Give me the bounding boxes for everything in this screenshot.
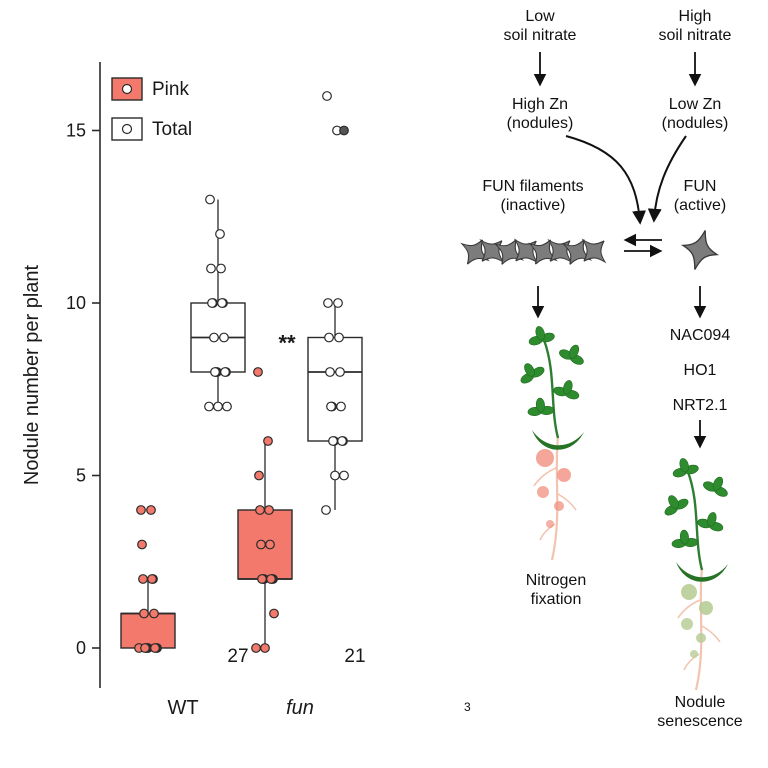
data-point: [205, 194, 215, 205]
data-point: [321, 505, 331, 515]
data-point: [139, 608, 149, 619]
x-category-label: WT: [167, 697, 198, 719]
y-tick-label: 0: [76, 638, 86, 658]
figure-panel-model-diagram: Low soil nitrate High soil nitrate High …: [438, 0, 768, 768]
x-category-label: fun: [286, 697, 314, 719]
data-point: [269, 608, 279, 619]
data-point: [260, 643, 270, 653]
data-point: [149, 608, 159, 619]
data-point: [220, 367, 230, 377]
significance-marker: **: [278, 330, 296, 355]
plant-nodule-senescence-illustration: [658, 454, 733, 691]
data-point: [216, 263, 226, 274]
data-point: [266, 574, 276, 584]
data-point-filled: [339, 125, 349, 136]
equilibrium-arrows-icon: [623, 233, 663, 258]
data-point: [140, 643, 150, 653]
data-point: [251, 643, 261, 653]
data-point: [254, 470, 264, 481]
plant-nitrogen-fixation-illustration: [514, 322, 589, 561]
data-point: [324, 332, 334, 343]
data-point: [146, 505, 156, 515]
fun-filaments-icon: [453, 229, 616, 273]
data-point: [255, 505, 265, 515]
caption-nitrogen-fixation: Nitrogen fixation: [525, 572, 587, 608]
data-point: [213, 401, 223, 412]
curved-arrow-high-zn: [565, 135, 647, 225]
data-point: [336, 401, 346, 412]
label-low-zn-nodules: Low Zn (nodules): [661, 96, 729, 132]
data-point: [339, 470, 349, 481]
data-point: [322, 91, 332, 101]
data-point: [136, 505, 146, 515]
data-point: [330, 470, 340, 481]
data-point: [210, 367, 220, 377]
data-point: [222, 401, 232, 412]
box: [120, 612, 176, 649]
caption-nodule-senescence: Nodule senescence: [657, 694, 743, 730]
y-tick-label: 5: [76, 466, 86, 486]
label-high-zn-nodules: High Zn (nodules): [506, 96, 574, 132]
data-point: [263, 436, 273, 446]
data-point: [334, 332, 344, 343]
curved-arrow-low-zn: [647, 135, 687, 223]
box: [307, 336, 363, 442]
data-point: [264, 505, 274, 515]
data-point: [150, 643, 160, 653]
y-tick-label: 10: [66, 293, 86, 313]
label-target-genes: NAC094 HO1 NRT2.1: [669, 327, 731, 415]
data-point: [326, 401, 336, 412]
data-point: [147, 574, 157, 584]
legend-swatch-point: [121, 83, 133, 95]
sample-size-label: 21: [344, 646, 365, 667]
fun-active-icon: [677, 225, 723, 275]
label-low-soil-nitrate: Low soil nitrate: [503, 8, 577, 44]
data-point: [256, 539, 266, 550]
data-point: [335, 367, 345, 377]
data-point: [206, 263, 216, 274]
y-tick-label: 15: [66, 121, 86, 141]
data-point: [209, 332, 219, 343]
data-point: [325, 367, 335, 377]
data-point: [207, 298, 217, 308]
data-point: [215, 229, 225, 239]
y-axis-label: Nodule number per plant: [21, 264, 43, 485]
data-point: [323, 298, 333, 308]
data-point: [219, 332, 229, 343]
label-fun-filaments-inactive: FUN filaments (inactive): [482, 178, 584, 214]
data-point: [137, 539, 147, 550]
sample-size-label: 27: [227, 646, 248, 667]
label-fun-active: FUN (active): [673, 178, 727, 214]
data-point: [217, 298, 227, 308]
data-point: [138, 574, 148, 584]
data-point: [204, 401, 214, 412]
label-high-soil-nitrate: High soil nitrate: [658, 8, 732, 44]
data-point: [253, 367, 263, 377]
data-point: [328, 436, 338, 446]
legend-swatch-point: [121, 123, 133, 135]
legend-label: Pink: [152, 79, 189, 100]
data-point: [265, 539, 275, 550]
legend-label: Total: [152, 119, 192, 140]
data-point: [337, 436, 347, 446]
model-diagram-graphics: [453, 52, 733, 691]
stray-page-mark: 3: [464, 700, 471, 714]
data-point: [333, 298, 343, 308]
data-point: [257, 574, 267, 584]
